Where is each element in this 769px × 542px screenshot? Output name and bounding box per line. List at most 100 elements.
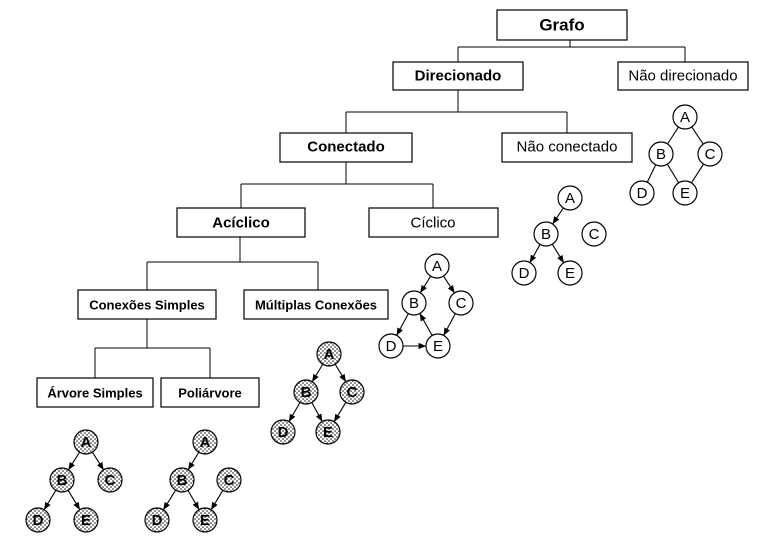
edge-A-B xyxy=(420,275,432,294)
node-label-B: B xyxy=(57,472,68,489)
box-conexoes-simples: Conexões Simples xyxy=(77,289,217,320)
node-label-D: D xyxy=(386,338,397,355)
node-A xyxy=(672,104,698,130)
node-label-D: D xyxy=(33,512,44,529)
node-label-B: B xyxy=(301,384,312,401)
node-B xyxy=(293,379,319,405)
node-label-C: C xyxy=(224,472,235,489)
edge-B-D xyxy=(529,244,541,263)
edge-B-D xyxy=(43,490,57,510)
node-B xyxy=(533,221,559,247)
box-multiplas-conexoes-label: Múltiplas Conexões xyxy=(255,298,377,313)
node-B xyxy=(401,290,427,316)
node-label-C: C xyxy=(105,472,116,489)
edge-B-D xyxy=(646,164,657,183)
box-arvore-simples: Árvore Simples xyxy=(36,377,154,408)
node-D xyxy=(144,507,170,533)
node-C xyxy=(581,221,607,247)
box-nao-conectado-label: Não conectado xyxy=(517,139,618,156)
edge-A-B xyxy=(68,451,81,471)
node-label-E: E xyxy=(200,512,210,529)
node-label-C: C xyxy=(347,384,358,401)
tree-connectors xyxy=(94,40,686,378)
edge-A-B xyxy=(552,207,564,225)
node-C xyxy=(697,141,723,167)
node-D xyxy=(511,260,537,286)
node-label-B: B xyxy=(656,146,666,163)
box-conectado-label: Conectado xyxy=(307,139,385,156)
node-label-E: E xyxy=(323,424,333,441)
node-D xyxy=(378,333,404,359)
node-label-E: E xyxy=(680,185,690,202)
box-conectado: Conectado xyxy=(279,132,413,163)
edge-B-E xyxy=(67,490,81,510)
node-D xyxy=(25,507,51,533)
box-aciclico: Acíclico xyxy=(176,207,306,238)
box-nao-direcionado: Não direcionado xyxy=(617,61,749,91)
edge-A-B xyxy=(188,451,200,470)
node-E xyxy=(192,507,218,533)
node-E xyxy=(557,260,583,286)
edge-A-C xyxy=(443,275,455,294)
node-label-D: D xyxy=(519,265,530,282)
node-B xyxy=(648,141,674,167)
node-label-E: E xyxy=(433,338,443,355)
node-B xyxy=(169,467,195,493)
node-A xyxy=(192,429,218,455)
edge-B-E xyxy=(187,490,200,510)
edge-B-E xyxy=(551,243,564,264)
edge-C-E xyxy=(333,402,347,422)
box-nao-direcionado-label: Não direcionado xyxy=(628,68,737,85)
edge-C-E xyxy=(691,163,704,183)
box-ciclico-label: Cíclico xyxy=(410,215,455,232)
box-poliarvore-label: Poliárvore xyxy=(178,386,242,401)
node-B xyxy=(49,467,75,493)
edge-B-E xyxy=(311,402,323,422)
node-label-B: B xyxy=(177,472,188,489)
edge-E-B xyxy=(419,313,433,336)
node-label-A: A xyxy=(565,190,575,207)
box-poliarvore: Poliárvore xyxy=(160,377,260,408)
box-arvore-simples-label: Árvore Simples xyxy=(47,386,142,401)
edge-A-C xyxy=(334,363,346,382)
node-label-A: A xyxy=(200,434,211,451)
node-label-C: C xyxy=(589,226,600,243)
node-C xyxy=(339,379,365,405)
edge-A-B xyxy=(312,363,324,382)
edge-B-D xyxy=(163,489,177,511)
node-D xyxy=(629,180,655,206)
node-A xyxy=(316,341,342,367)
node-label-A: A xyxy=(680,109,690,126)
node-label-C: C xyxy=(456,295,467,312)
edge-A-C xyxy=(691,126,704,144)
edge-A-C xyxy=(91,451,104,471)
node-label-A: A xyxy=(324,346,335,363)
box-grafo: Grafo xyxy=(496,9,628,41)
node-E xyxy=(315,419,341,445)
edge-B-D xyxy=(288,402,301,422)
node-A xyxy=(424,253,450,279)
graph-poliarvore: A B C D E xyxy=(144,429,242,533)
node-C xyxy=(97,467,123,493)
node-label-E: E xyxy=(81,512,91,529)
node-A xyxy=(73,429,99,455)
edge-C-E xyxy=(210,490,224,510)
node-label-C: C xyxy=(705,146,716,163)
box-multiplas-conexoes: Múltiplas Conexões xyxy=(243,289,389,320)
box-grafo-label: Grafo xyxy=(539,16,584,35)
node-label-B: B xyxy=(409,295,419,312)
node-E xyxy=(73,507,99,533)
node-label-D: D xyxy=(152,512,163,529)
edge-B-D xyxy=(396,313,409,336)
box-conexoes-simples-label: Conexões Simples xyxy=(89,298,205,313)
node-C xyxy=(448,290,474,316)
box-direcionado-label: Direcionado xyxy=(415,68,502,85)
node-D xyxy=(270,419,296,445)
node-E xyxy=(425,333,451,359)
box-nao-conectado: Não conectado xyxy=(501,132,633,163)
